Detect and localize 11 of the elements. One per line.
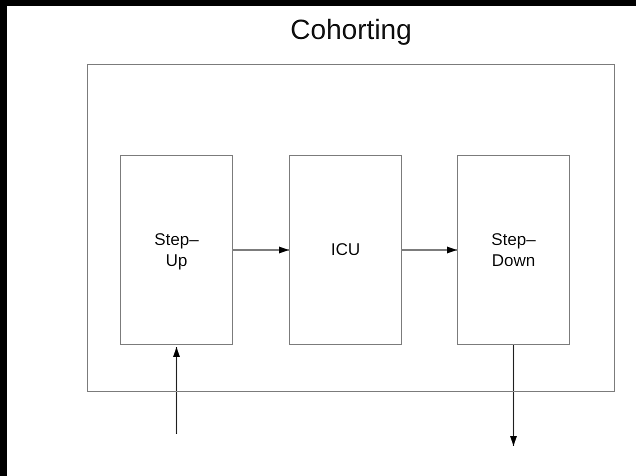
box-label: Step– Up	[153, 228, 200, 272]
process-box	[457, 155, 570, 345]
process-box	[289, 155, 402, 345]
box-label: Step– Down	[490, 228, 537, 272]
arrow	[402, 246, 457, 254]
arrow	[233, 246, 289, 254]
arrow	[173, 347, 180, 434]
group-title: Cohorting	[289, 14, 413, 46]
process-box	[120, 155, 233, 345]
arrow	[510, 345, 517, 446]
box-label: ICU	[330, 239, 362, 261]
